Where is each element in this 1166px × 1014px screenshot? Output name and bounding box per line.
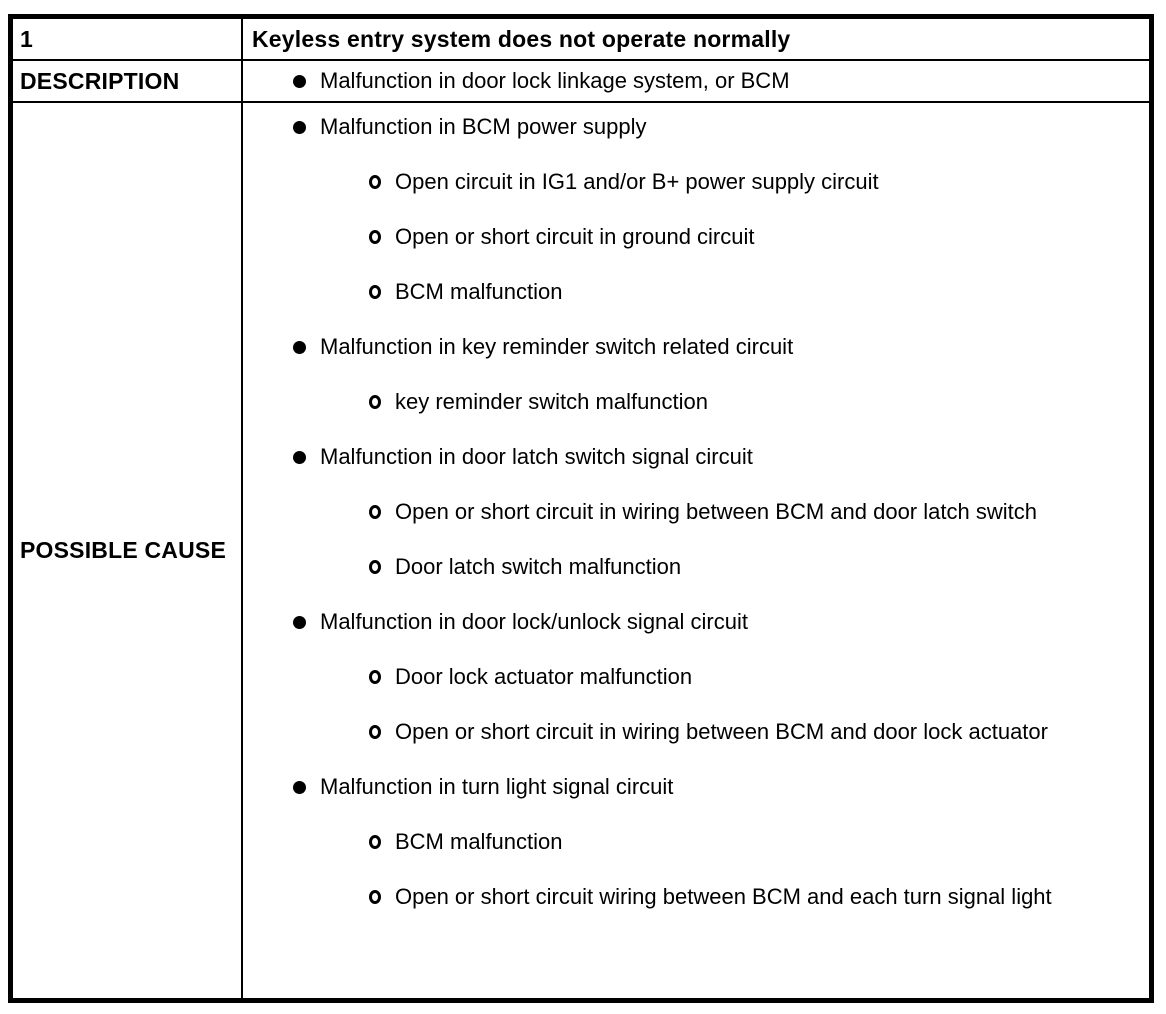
list-item: Malfunction in door latch switch signal … — [243, 442, 1149, 472]
list-item-text: Open or short circuit in ground circuit — [395, 224, 755, 249]
list-item: Open or short circuit in wiring between … — [243, 717, 1149, 747]
list-item-text: Open or short circuit in wiring between … — [395, 499, 1037, 524]
description-label: DESCRIPTION — [20, 67, 180, 94]
open-bullet-icon — [369, 890, 381, 904]
list-item: Door lock actuator malfunction — [243, 662, 1149, 692]
open-bullet-icon — [369, 725, 381, 739]
list-item: Open or short circuit in wiring between … — [243, 497, 1149, 527]
open-bullet-icon — [369, 670, 381, 684]
possible-cause-label-cell: POSSIBLE CAUSE — [13, 103, 243, 998]
open-bullet-icon — [369, 835, 381, 849]
filled-bullet-icon — [293, 341, 306, 354]
list-item-text: Open or short circuit wiring between BCM… — [395, 884, 1052, 909]
list-item: Open circuit in IG1 and/or B+ power supp… — [243, 167, 1149, 197]
diagnostic-table: 1 Keyless entry system does not operate … — [8, 14, 1154, 1003]
row-number: 1 — [20, 25, 33, 52]
list-item: Open or short circuit wiring between BCM… — [243, 882, 1149, 912]
open-bullet-icon — [369, 230, 381, 244]
list-item: Malfunction in key reminder switch relat… — [243, 332, 1149, 362]
problem-title: Keyless entry system does not operate no… — [252, 25, 791, 52]
open-bullet-icon — [369, 395, 381, 409]
filled-bullet-icon — [293, 451, 306, 464]
filled-bullet-icon — [293, 616, 306, 629]
list-item: BCM malfunction — [243, 277, 1149, 307]
list-item-text: Door latch switch malfunction — [395, 554, 682, 579]
list-item: key reminder switch malfunction — [243, 387, 1149, 417]
list-item-text: Malfunction in BCM power supply — [320, 114, 647, 139]
open-bullet-icon — [369, 175, 381, 189]
list-item: Door latch switch malfunction — [243, 552, 1149, 582]
list-item-text: Malfunction in door latch switch signal … — [320, 444, 753, 469]
row-number-cell: 1 — [13, 19, 243, 61]
problem-title-cell: Keyless entry system does not operate no… — [243, 19, 1149, 61]
filled-bullet-icon — [293, 121, 306, 134]
open-bullet-icon — [369, 505, 381, 519]
description-items: Malfunction in door lock linkage system,… — [243, 61, 1149, 103]
filled-bullet-icon — [293, 75, 306, 88]
description-label-cell: DESCRIPTION — [13, 61, 243, 103]
possible-cause-label: POSSIBLE CAUSE — [20, 537, 227, 563]
list-item-text: BCM malfunction — [395, 829, 563, 854]
list-item-text: Malfunction in door lock/unlock signal c… — [320, 609, 748, 634]
list-item-text: key reminder switch malfunction — [395, 389, 709, 414]
filled-bullet-icon — [293, 781, 306, 794]
list-item: Malfunction in turn light signal circuit — [243, 772, 1149, 802]
list-item-text: BCM malfunction — [395, 279, 563, 304]
list-item-text: Open or short circuit in wiring between … — [395, 719, 1048, 744]
list-item-text: Malfunction in key reminder switch relat… — [320, 334, 794, 359]
list-item: Open or short circuit in ground circuit — [243, 222, 1149, 252]
open-bullet-icon — [369, 285, 381, 299]
list-item-text: Open circuit in IG1 and/or B+ power supp… — [395, 169, 879, 194]
list-item-text: Malfunction in turn light signal circuit — [320, 774, 674, 799]
open-bullet-icon — [369, 560, 381, 574]
list-item: BCM malfunction — [243, 827, 1149, 857]
list-item-text: Door lock actuator malfunction — [395, 664, 693, 689]
list-item: Malfunction in BCM power supply — [243, 112, 1149, 142]
list-item: Malfunction in door lock linkage system,… — [243, 66, 1149, 96]
list-item: Malfunction in door lock/unlock signal c… — [243, 607, 1149, 637]
list-item-text: Malfunction in door lock linkage system,… — [320, 68, 790, 93]
